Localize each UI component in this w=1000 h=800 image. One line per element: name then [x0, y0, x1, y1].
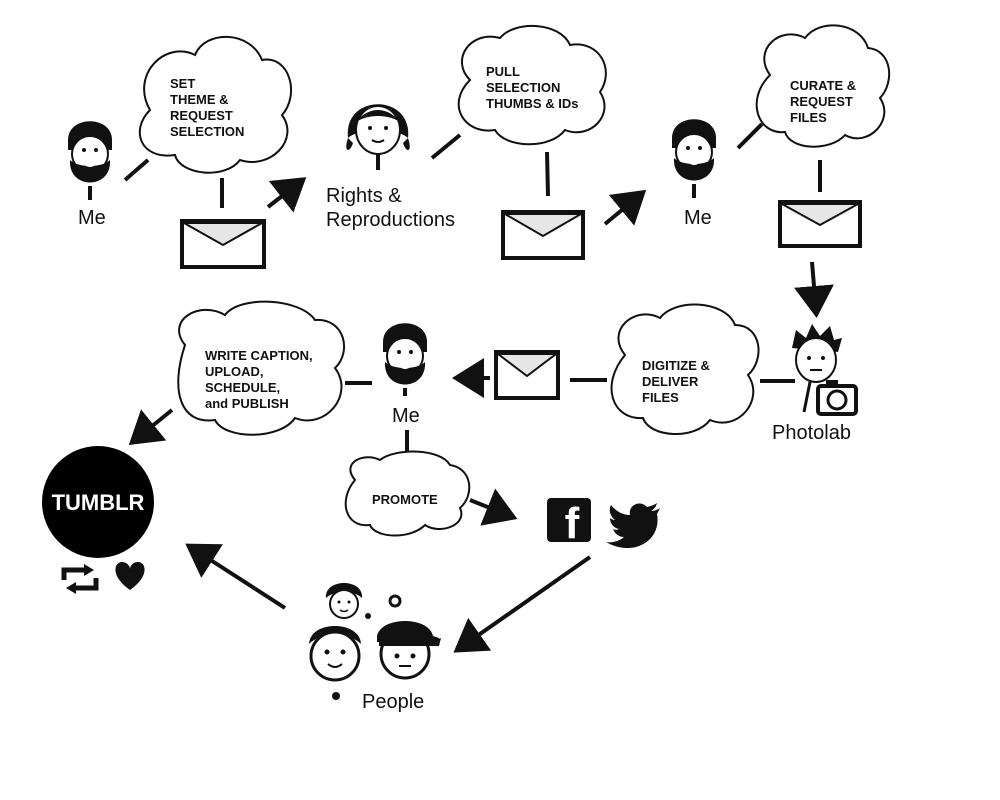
- heart-icon: [115, 562, 145, 590]
- tumblr-logo-text: TUMBLR: [52, 490, 145, 515]
- node-label-people: People: [362, 691, 424, 713]
- cloud-text: REQUEST: [790, 94, 853, 109]
- cloud-text: SELECTION: [486, 80, 560, 95]
- cloud-text: SELECTION: [170, 124, 244, 139]
- camera-icon: [816, 380, 858, 416]
- line-rights-cloud2: [430, 133, 462, 160]
- cloud-text: PULL: [486, 64, 520, 79]
- node-label-me: Me: [684, 207, 712, 229]
- cloud-text: and PUBLISH: [205, 396, 289, 411]
- cloud-text: REQUEST: [170, 108, 233, 123]
- line-me1-cloud: [123, 158, 150, 182]
- cloud-promote: PROMOTE: [344, 450, 471, 537]
- cloud-text: THUMBS & IDs: [486, 96, 578, 111]
- cloud-text: FILES: [642, 390, 679, 405]
- cloud-text: UPLOAD,: [205, 364, 264, 379]
- facebook-icon: f: [547, 498, 591, 548]
- me-figure-icon: [68, 121, 112, 200]
- woman-figure-icon: [346, 104, 410, 170]
- tumblr-logo: TUMBLR: [42, 446, 154, 558]
- node-label-photolab: Photolab: [772, 422, 851, 444]
- people-group-icon: [309, 583, 441, 700]
- cloud-text: DELIVER: [642, 374, 699, 389]
- cloud-digitize: DIGITIZE & DELIVER FILES: [610, 303, 760, 435]
- connectors: [123, 122, 834, 653]
- arrow-envelope2-me2: [603, 189, 647, 226]
- node-label-rights: Reproductions: [326, 209, 455, 231]
- node-label-me: Me: [392, 405, 420, 427]
- cloud-text: SET: [170, 76, 195, 91]
- cloud-text: THEME &: [170, 92, 229, 107]
- envelope-icon: [494, 350, 560, 400]
- node-label-rights: Rights &: [326, 185, 402, 207]
- cloud-text: WRITE CAPTION,: [205, 348, 313, 363]
- envelope-icon: [501, 210, 585, 260]
- cloud-text: DIGITIZE &: [642, 358, 710, 373]
- reblog-icon: [61, 564, 99, 594]
- arrow-envelope3-photolab: [794, 261, 834, 318]
- cloud-text: CURATE &: [790, 78, 856, 93]
- photographer-figure-icon: [792, 324, 858, 416]
- arrow-cloud5-tumblr: [128, 408, 174, 446]
- line-cloud2-envelope: [545, 151, 550, 197]
- me-figure-icon: [672, 119, 716, 198]
- cloud-text: FILES: [790, 110, 827, 125]
- envelope-icon: [778, 200, 862, 248]
- node-label-me: Me: [78, 207, 106, 229]
- arrow-envelope1-rights: [266, 177, 307, 213]
- me-figure-icon: [383, 323, 427, 396]
- arrow-people-tumblr: [185, 543, 287, 610]
- envelope-icon: [180, 219, 266, 269]
- cloud-curate: CURATE & REQUEST FILES: [755, 24, 891, 148]
- twitter-icon: [606, 503, 660, 549]
- cloud-pull-selection: PULL SELECTION THUMBS & IDs: [457, 25, 607, 146]
- cloud-set-theme: SET THEME & REQUEST SELECTION: [138, 35, 292, 174]
- arrow-social-people: [453, 555, 592, 653]
- line-me2-cloud3: [736, 122, 764, 150]
- cloud-text: SCHEDULE,: [205, 380, 280, 395]
- arrow-promote-social: [469, 488, 518, 526]
- facebook-glyph: f: [565, 499, 580, 548]
- cloud-text: PROMOTE: [372, 492, 438, 507]
- cloud-write-caption: WRITE CAPTION, UPLOAD, SCHEDULE, and PUB…: [177, 300, 345, 436]
